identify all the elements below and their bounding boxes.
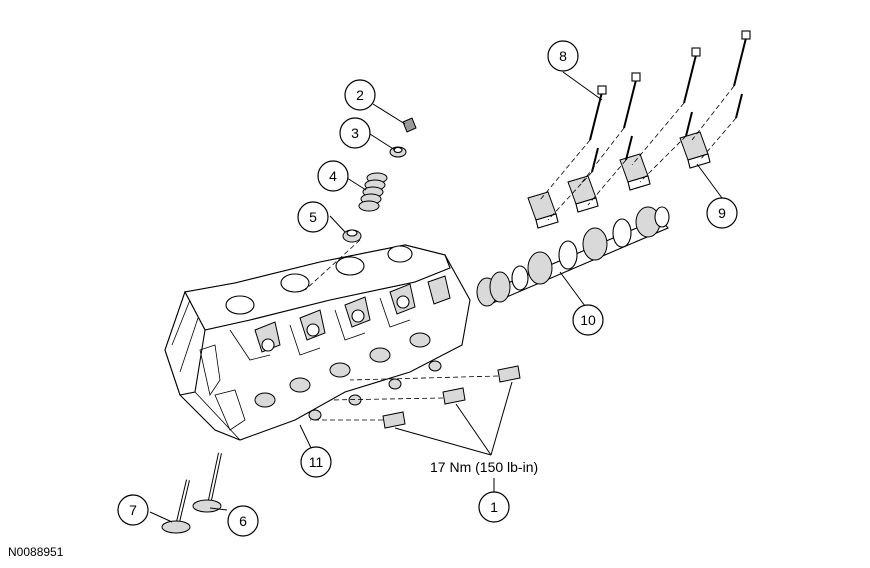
callout-1: 1 <box>478 491 510 523</box>
callout-9: 9 <box>706 197 738 229</box>
callout-8: 8 <box>547 40 579 72</box>
callout-11-label: 11 <box>309 454 324 470</box>
callout-7-label: 7 <box>129 502 137 518</box>
camshaft-bearing-caps <box>527 131 711 229</box>
callout-8-label: 8 <box>559 48 567 64</box>
callout-4: 4 <box>317 160 349 192</box>
callout-3: 3 <box>339 117 371 149</box>
hydraulic-lash-adjusters <box>310 365 521 429</box>
callout-3-label: 3 <box>351 125 359 141</box>
figure-code: N0088951 <box>8 545 64 559</box>
camshaft-cap-bolts <box>539 30 751 221</box>
callout-6-label: 6 <box>239 513 247 529</box>
callout-9-label: 9 <box>718 205 726 221</box>
callout-11: 11 <box>300 446 332 478</box>
torque-specification: 17 Nm (150 lb-in) <box>430 459 538 475</box>
callout-10: 10 <box>572 304 604 336</box>
callout-10-label: 10 <box>580 312 596 328</box>
valve-keeper <box>402 117 417 133</box>
callout-1-label: 1 <box>490 499 498 515</box>
callout-5: 5 <box>297 201 329 233</box>
callout-4-label: 4 <box>329 168 337 184</box>
intake-valve <box>192 452 222 513</box>
valve-stem-seal <box>342 229 362 243</box>
valve-spring <box>358 172 388 212</box>
camshaft <box>476 206 670 307</box>
leader-lines <box>149 71 723 523</box>
callout-2-label: 2 <box>356 87 364 103</box>
callout-5-label: 5 <box>309 209 317 225</box>
exhaust-valve <box>161 479 191 534</box>
callout-7: 7 <box>117 494 149 526</box>
cylinder-head <box>164 239 471 441</box>
callout-6: 6 <box>227 505 259 537</box>
callout-2: 2 <box>344 79 376 111</box>
